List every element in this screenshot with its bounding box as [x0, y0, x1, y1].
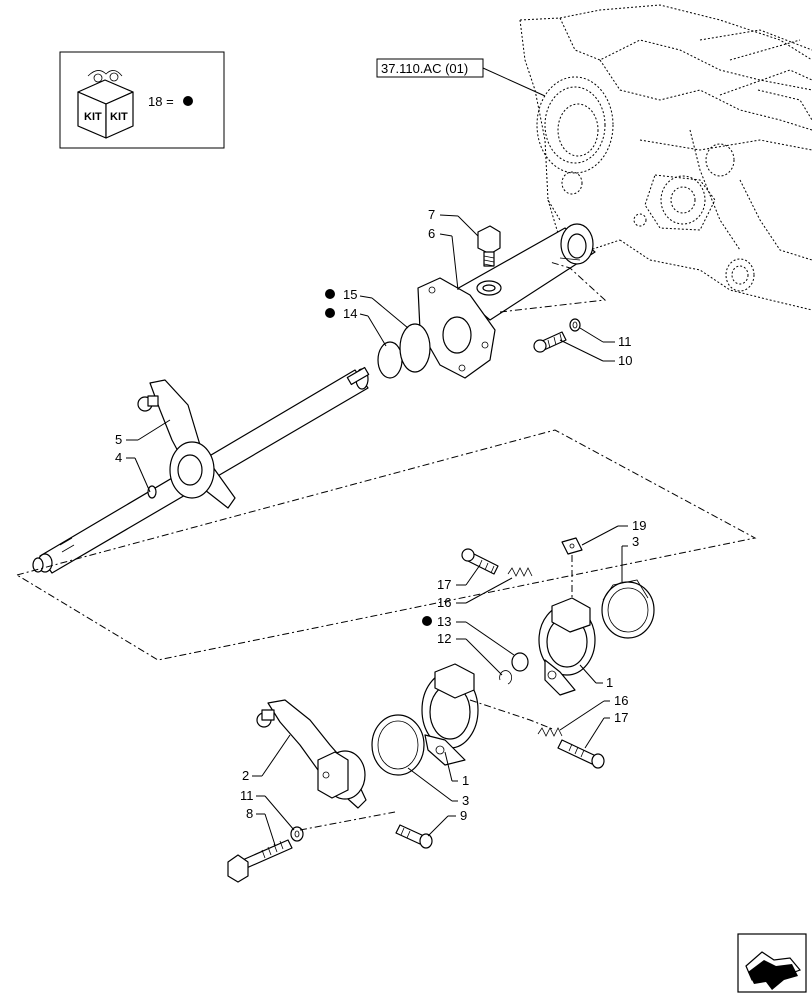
callout-6-number: 6: [428, 226, 435, 241]
kit-icon: KIT KIT: [77, 70, 134, 139]
callout-6: 6: [428, 226, 459, 291]
callout-9: 9: [427, 808, 467, 837]
part-7-plug: [476, 225, 502, 296]
assembly-guide-line: [15, 429, 757, 661]
callout-15: 15: [325, 287, 409, 329]
callout-19: 19: [581, 518, 646, 546]
callout-1-lower: 1: [444, 751, 469, 788]
callout-11-upper-number: 11: [618, 334, 632, 349]
part-3-lower-bushing: [371, 714, 425, 776]
callout-1-upper: 1: [579, 664, 613, 690]
callout-17-lower: 17: [584, 710, 628, 749]
callout-16-lower: 16: [559, 693, 628, 731]
callout-9-number: 9: [460, 808, 467, 823]
reference-link[interactable]: 37.110.AC (01): [376, 58, 546, 97]
callout-8: 8: [246, 806, 276, 846]
transmission-housing: [519, 4, 812, 311]
part-16-lower-spring: [537, 727, 563, 737]
kit-label-right: KIT: [110, 111, 128, 123]
part-2-lever: [256, 699, 367, 809]
callout-3-lower-number: 3: [462, 793, 469, 808]
callout-16-lower-number: 16: [614, 693, 628, 708]
part-6-shaft-support: [417, 223, 596, 379]
callout-15-number: 15: [343, 287, 357, 302]
callout-12-number: 12: [437, 631, 451, 646]
part-17-lower-bolt: [557, 739, 605, 769]
callout-16-upper: 16: [437, 577, 513, 610]
callout-10-number: 10: [618, 353, 632, 368]
kit-legend-box: KIT KIT 18 =: [59, 51, 225, 149]
callout-13: 13: [422, 614, 515, 656]
callout-11-lower-number: 11: [240, 788, 254, 803]
callout-14: 14: [325, 306, 387, 347]
callout-3-upper-number: 3: [632, 534, 639, 549]
part-9-screw: [395, 824, 433, 849]
callout-11-lower: 11: [240, 788, 295, 831]
part-1-upper-clamp: [538, 597, 596, 696]
callout-17-upper-number: 17: [437, 577, 451, 592]
part-19-clip: [561, 537, 583, 555]
part-16-upper-spring: [507, 567, 533, 577]
part-8-11-bolt-washer: [227, 826, 304, 883]
callout-2-number: 2: [242, 768, 249, 783]
kit-dot-icon: [183, 96, 193, 106]
callout-4: 4: [115, 450, 151, 493]
callout-19-number: 19: [632, 518, 646, 533]
callout-10: 10: [559, 339, 632, 368]
kit-legend-text: 18 =: [148, 94, 174, 109]
kit-label-left: KIT: [84, 111, 102, 123]
part-1-lower-clamp: [421, 663, 479, 766]
callout-7-number: 7: [428, 207, 435, 222]
callout-17-lower-number: 17: [614, 710, 628, 725]
callout-13-number: 13: [437, 614, 451, 629]
callout-8-number: 8: [246, 806, 253, 821]
callout-5-number: 5: [115, 432, 122, 447]
next-page-arrow-icon[interactable]: [737, 933, 807, 993]
housing-bore: [536, 76, 614, 174]
callout-11-upper: 11: [579, 327, 632, 349]
part-17-upper-bolt: [461, 548, 499, 575]
callout-4-number: 4: [115, 450, 122, 465]
part-3-upper-bushing: [601, 579, 655, 639]
part-12-13-ring: [499, 652, 529, 685]
callout-3-lower: 3: [407, 767, 469, 808]
part-14-15-orings: [377, 323, 431, 379]
callout-14-number: 14: [343, 306, 357, 321]
callout-5: 5: [115, 419, 171, 447]
callout-1-upper-number: 1: [606, 675, 613, 690]
callout-7: 7: [428, 207, 479, 237]
callout-16-upper-number: 16: [437, 595, 451, 610]
callout-17-upper: 17: [437, 564, 481, 592]
reference-label[interactable]: 37.110.AC (01): [381, 61, 468, 76]
callout-1-lower-number: 1: [462, 773, 469, 788]
part-5-lever: [137, 379, 236, 509]
part-10-11-bolt-washer: [533, 318, 581, 353]
callout-2: 2: [242, 734, 291, 783]
callout-3-upper: 3: [621, 534, 639, 582]
callout-12: 12: [437, 631, 503, 676]
